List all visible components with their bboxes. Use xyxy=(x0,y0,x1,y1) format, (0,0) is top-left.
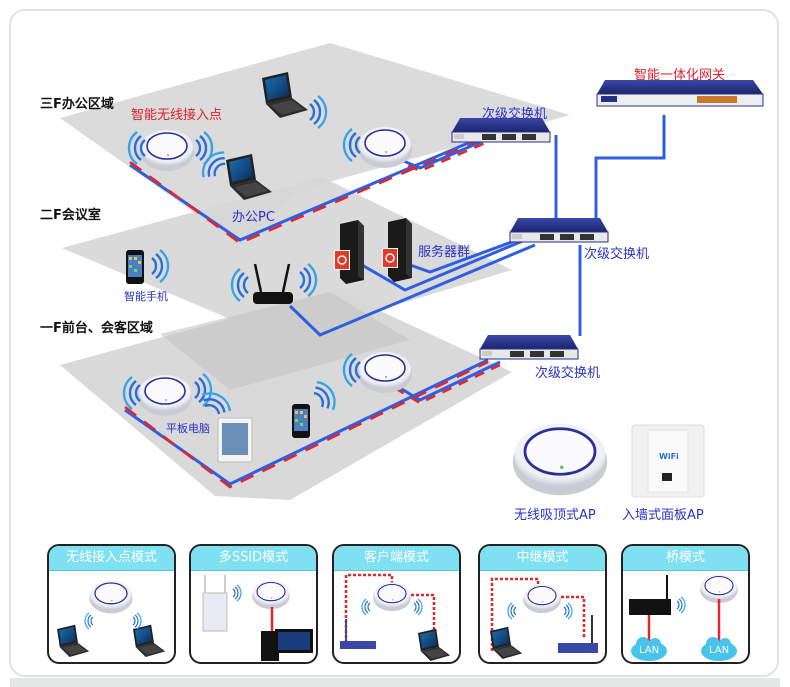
wifi-badge: WiFi xyxy=(659,452,679,461)
lan-cloud-icon xyxy=(701,637,737,661)
desktop-pc-icon xyxy=(261,629,313,661)
lan-label: LAN xyxy=(639,645,660,656)
ceiling-ap-icon xyxy=(522,583,562,614)
mode-title: 多SSID模式 xyxy=(191,546,316,571)
floor-2-plate xyxy=(62,177,512,340)
ceiling-ap-f3-left xyxy=(139,129,195,172)
switch-bottom xyxy=(479,334,579,360)
ceiling-ap-product-label: 无线吸顶式AP xyxy=(514,508,596,523)
mode-card-repeater: 中继模式 xyxy=(478,544,607,664)
router-device-icon xyxy=(629,575,671,615)
tablet-label: 平板电脑 xyxy=(166,422,210,435)
floor-3-plate xyxy=(60,43,570,245)
smartphone-icon xyxy=(292,404,310,438)
ceiling-ap-f3-right xyxy=(357,126,413,169)
access-point-device-icon xyxy=(202,575,228,632)
mode-card-access-point: 无线接入点模式 xyxy=(47,544,176,664)
wall-ap-product-label: 入墙式面板AP xyxy=(622,508,704,523)
mode-card-multi-ssid: 多SSID模式 xyxy=(189,544,318,664)
switch-bottom-label: 次级交换机 xyxy=(535,366,601,381)
ceiling-ap-f1-right xyxy=(357,351,413,394)
mode-title: 客户端模式 xyxy=(334,546,459,571)
wireless-router-icon xyxy=(253,263,293,304)
laptop-icon xyxy=(133,624,166,657)
smart-ap-label: 智能无线接入点 xyxy=(131,108,223,123)
gateway-device xyxy=(596,80,764,107)
switch-top-label: 次级交换机 xyxy=(482,107,548,122)
switch-mid-label: 次级交换机 xyxy=(584,247,650,262)
smartphone-label: 智能手机 xyxy=(124,290,168,303)
mode-title: 桥模式 xyxy=(623,546,748,571)
office-pc-label: 办公PC xyxy=(232,210,275,225)
wifi-waves-icon xyxy=(232,584,242,602)
mode-card-bridge: 桥模式 LAN LAN xyxy=(621,544,750,664)
tablet-icon xyxy=(217,417,253,463)
wall-panel-ap-product xyxy=(631,424,705,498)
switch-mid xyxy=(509,217,609,243)
wifi-waves-icon xyxy=(676,596,686,614)
mode-title: 中继模式 xyxy=(480,546,605,571)
ceiling-ap-f1-left xyxy=(137,374,193,417)
wifi-waves-icon xyxy=(361,598,371,616)
ceiling-ap-product xyxy=(511,422,609,497)
switch-device-icon xyxy=(340,619,376,649)
gateway-label: 智能一体化网关 xyxy=(634,68,726,83)
mode-title: 无线接入点模式 xyxy=(49,546,174,571)
ceiling-ap-icon xyxy=(88,579,134,615)
lan-cloud-icon xyxy=(631,637,667,661)
smartphone-icon xyxy=(126,250,144,284)
lan-label: LAN xyxy=(709,645,730,656)
mode-card-client: 客户端模式 xyxy=(332,544,461,664)
wifi-waves-icon xyxy=(507,602,517,620)
floor-1-label: 一F前台、会客区域 xyxy=(40,321,153,336)
wifi-waves-icon xyxy=(563,602,573,620)
laptop-icon xyxy=(490,626,523,659)
ceiling-ap-icon xyxy=(699,573,739,604)
wifi-waves-icon xyxy=(132,612,142,630)
bottom-band xyxy=(10,678,780,687)
floor-2-label: 二F会议室 xyxy=(40,208,101,223)
wifi-waves-icon xyxy=(413,598,423,616)
laptop-icon xyxy=(57,624,90,657)
laptop-icon xyxy=(418,628,451,661)
ceiling-ap-icon xyxy=(251,579,291,610)
floor-3-label: 三F办公区域 xyxy=(40,97,114,112)
wifi-waves-icon xyxy=(84,612,94,630)
switch-device-icon xyxy=(558,615,598,653)
server-group-label: 服务器群 xyxy=(418,245,471,260)
ceiling-ap-icon xyxy=(372,581,412,612)
